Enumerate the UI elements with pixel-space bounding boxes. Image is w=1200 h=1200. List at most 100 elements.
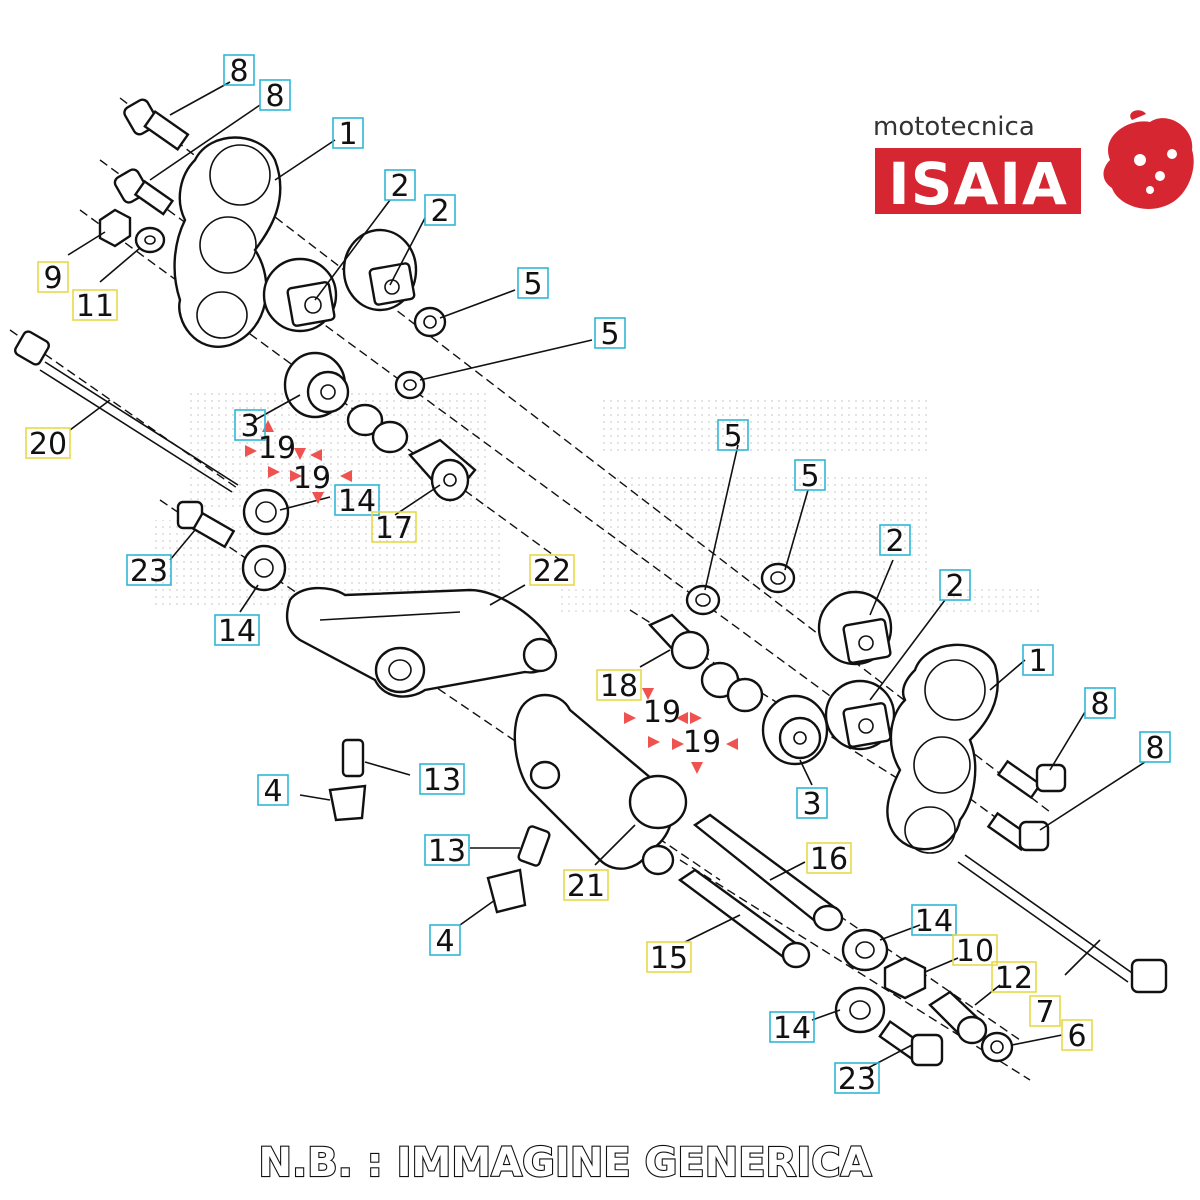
callout-9: 5: [594, 317, 626, 352]
spacer-part-5d: [760, 562, 796, 594]
bushing-part-3a: [283, 351, 350, 419]
callout-number: 3: [802, 787, 821, 822]
spacer-part-5b: [394, 370, 426, 400]
callout-35: 4: [429, 924, 461, 959]
callout-number: 22: [533, 554, 571, 589]
callout-box: [424, 834, 470, 866]
callout-box: [1084, 687, 1116, 719]
grease-nipple-part-13a: [341, 738, 365, 778]
rocker-arm-part-22: [285, 586, 558, 698]
bolt-part-8a: [123, 98, 190, 151]
brand-name-top: mototecnica: [873, 112, 1035, 142]
callout-number: 19: [643, 695, 681, 730]
callout-6: 9: [37, 261, 69, 296]
callout-33: 21: [563, 869, 609, 904]
callout-number: 7: [1035, 995, 1054, 1030]
callout-13: 19: [293, 461, 331, 496]
callout-36: 15: [646, 941, 692, 976]
callout-43: 23: [834, 1062, 880, 1097]
callout-box: [1029, 995, 1061, 1027]
callout-14: 14: [334, 484, 380, 519]
callout-number: 2: [390, 169, 409, 204]
callout-17: 14: [214, 614, 260, 649]
callout-box: [991, 961, 1037, 993]
callout-number: 8: [1090, 687, 1109, 722]
callout-39: 12: [991, 961, 1037, 996]
callout-number: 8: [229, 54, 248, 89]
callout-2: 8: [259, 79, 291, 114]
bolt-part-8c: [996, 759, 1067, 800]
footer-note: N.B. : IMMAGINE GENERICA: [258, 1140, 871, 1186]
bolt-part-23a: [176, 500, 236, 549]
long-bolt-part-20: [14, 330, 239, 493]
bearing-part-14d: [834, 986, 886, 1034]
callout-box: [334, 484, 380, 516]
callout-number: 14: [218, 614, 256, 649]
callout-box: [834, 1062, 880, 1094]
callout-number: 1: [1028, 644, 1047, 679]
callout-box: [419, 763, 465, 795]
nut-part-10: [883, 956, 927, 1000]
oring-part-19d: [726, 677, 764, 713]
callout-number: 1: [338, 117, 357, 152]
callout-number: 5: [600, 317, 619, 352]
callout-30: 4: [257, 774, 289, 809]
callout-number: 19: [293, 461, 331, 496]
callout-26: 19: [683, 725, 721, 760]
callout-number: 4: [263, 774, 282, 809]
callout-number: 13: [428, 834, 466, 869]
callout-number: 2: [430, 194, 449, 229]
callout-box: [769, 1011, 815, 1043]
bushing-part-2d: [824, 679, 896, 751]
callout-40: 7: [1029, 995, 1061, 1030]
callout-number: 23: [838, 1062, 876, 1097]
callout-42: 14: [769, 1011, 815, 1046]
pin-part-15: [677, 868, 811, 969]
callout-box: [429, 924, 461, 956]
callout-1: 8: [223, 54, 255, 89]
callout-number: 17: [375, 511, 413, 546]
callout-box: [594, 317, 626, 349]
callout-box: [1139, 731, 1171, 763]
callout-labels: 8812291155203191914172314225522118191988…: [25, 54, 1171, 1097]
callout-28: 8: [1139, 731, 1171, 766]
callout-number: 19: [258, 431, 296, 466]
callout-box: [529, 554, 575, 586]
link-plate-part-1b: [886, 643, 999, 854]
spacer-part-12: [928, 990, 988, 1045]
callout-box: [796, 787, 828, 819]
callout-24: 18: [596, 669, 642, 704]
callout-box: [596, 669, 642, 701]
dogbone-part-21: [513, 693, 688, 876]
callout-16: 23: [126, 554, 172, 589]
callout-box: [646, 941, 692, 973]
callout-11: 3: [234, 409, 266, 444]
callout-number: 8: [265, 79, 284, 114]
bushing-part-2b: [342, 228, 418, 312]
callout-box: [1061, 1019, 1093, 1051]
callout-number: 14: [773, 1011, 811, 1046]
callout-number: 19: [683, 725, 721, 760]
callout-number: 5: [800, 459, 819, 494]
callout-box: [384, 169, 416, 201]
brand-logo: mototecnica ISAIA: [873, 110, 1194, 218]
callout-20: 5: [794, 459, 826, 494]
callout-29: 3: [796, 787, 828, 822]
ladybug-mascot-icon: [1103, 110, 1194, 209]
brand-banner: [875, 148, 1081, 214]
bushing-part-2c: [817, 590, 893, 666]
link-plate-part-1a: [173, 136, 282, 348]
callout-box: [371, 511, 417, 543]
bolt-part-23b: [878, 1019, 944, 1067]
callout-number: 10: [956, 934, 994, 969]
callout-box: [794, 459, 826, 491]
callout-number: 16: [810, 842, 848, 877]
callout-7: 11: [72, 289, 118, 324]
callout-8: 5: [517, 267, 549, 302]
callout-box: [25, 427, 71, 459]
callout-box: [952, 934, 998, 966]
callout-box: [717, 419, 749, 451]
bushing-part-3b: [761, 694, 829, 766]
callout-number: 4: [435, 924, 454, 959]
